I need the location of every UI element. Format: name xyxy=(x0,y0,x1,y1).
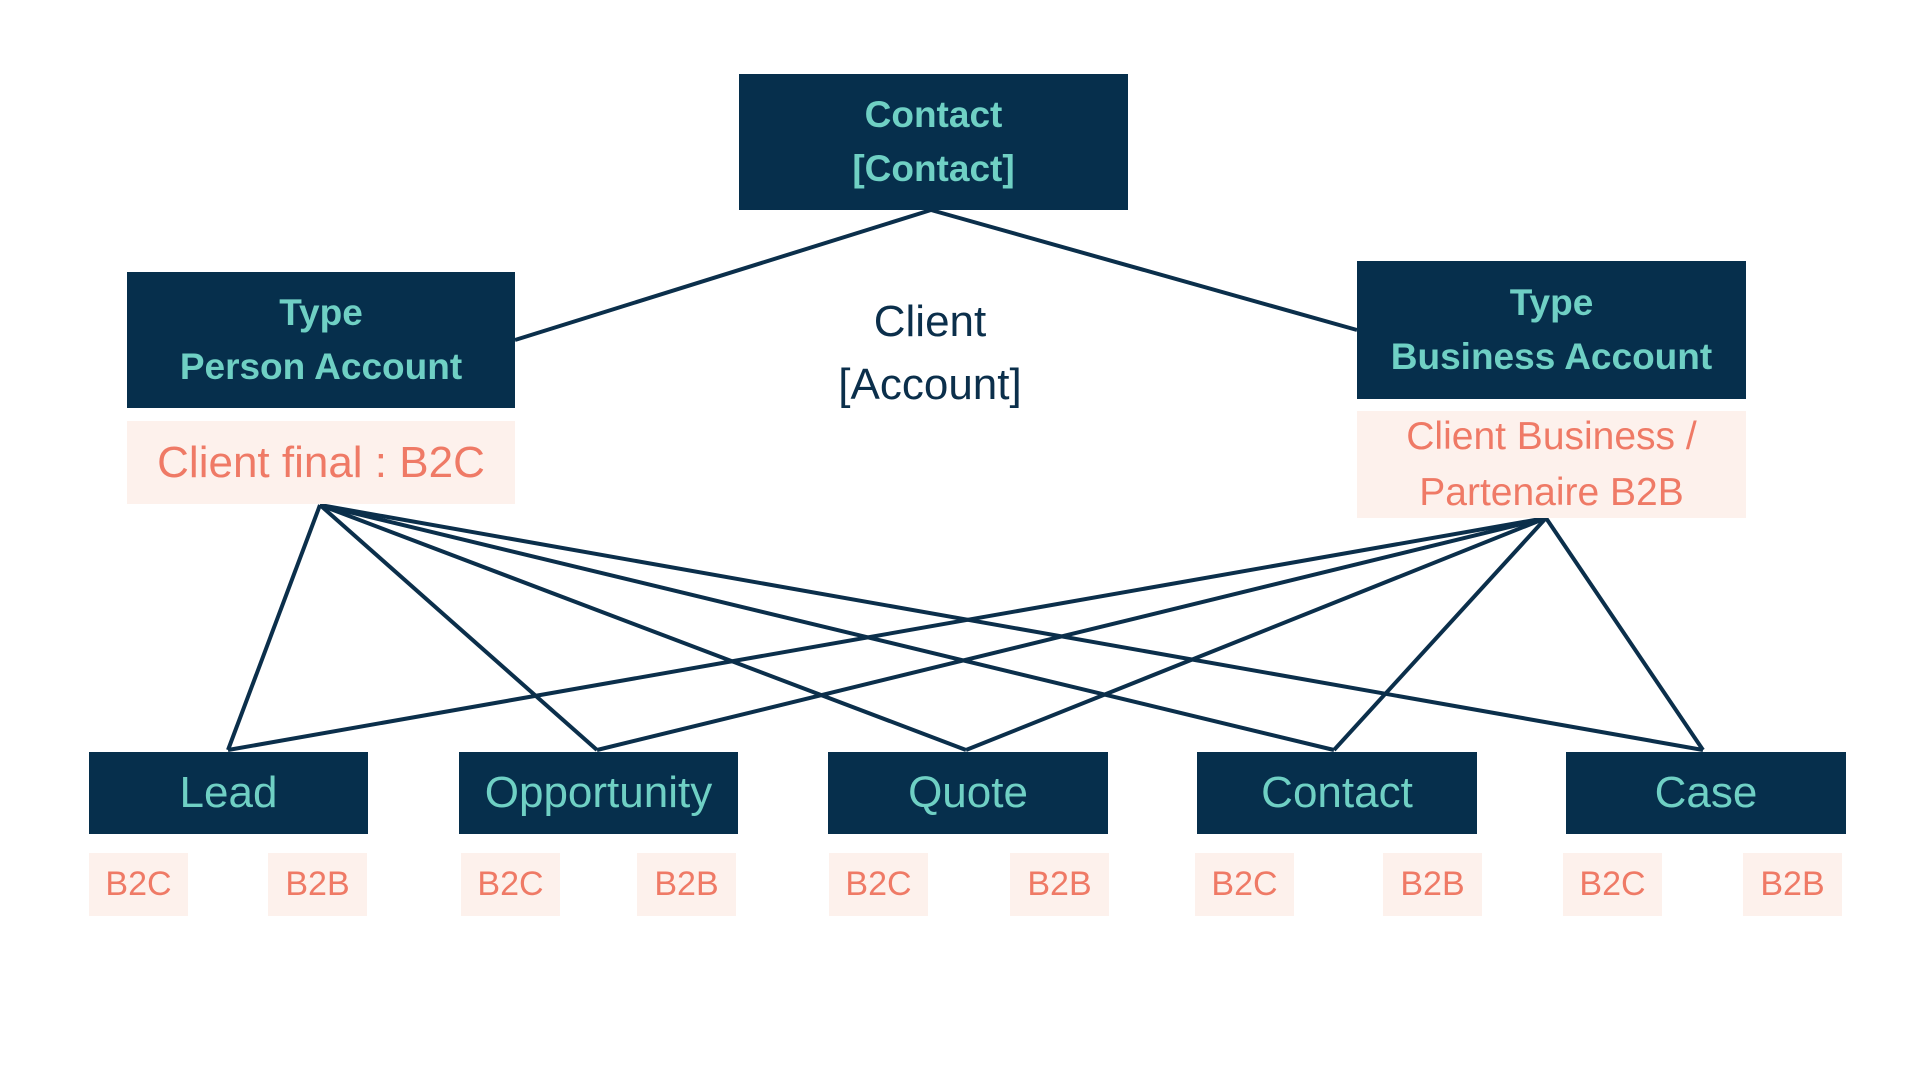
b2c-client-tag-text: Client final : B2C xyxy=(157,437,485,487)
case-object-node: Case xyxy=(1566,752,1846,834)
edge-contact-to-business-account xyxy=(930,208,1358,332)
edge-b2b-to-contact xyxy=(1332,516,1548,752)
edge-b2c-to-case xyxy=(319,503,1704,752)
contact-b2c-tag: B2C xyxy=(1195,853,1294,916)
contact-bottom-label: Contact xyxy=(1261,768,1413,817)
edge-b2b-to-opportunity xyxy=(596,516,1547,752)
person-account-type-label: Type xyxy=(279,292,363,333)
client-label: Client xyxy=(873,297,987,346)
case-b2b-tag: B2B xyxy=(1743,853,1842,916)
lead-b2c-tag: B2C xyxy=(89,853,188,916)
b2b-client-tag-line2: Partenaire B2B xyxy=(1419,470,1684,514)
opportunity-label: Opportunity xyxy=(484,768,713,817)
edge-b2b-to-case xyxy=(1544,516,1705,752)
business-account-type-label: Type xyxy=(1509,282,1594,323)
quote-label: Quote xyxy=(908,768,1028,817)
case-b2c-tag: B2C xyxy=(1563,853,1662,916)
quote-object-node: Quote xyxy=(828,752,1108,834)
edge-b2c-to-contact xyxy=(319,503,1335,752)
business-account-name: Business Account xyxy=(1390,336,1713,377)
contact-node-title: Contact xyxy=(864,94,1003,135)
quote-b2c-tag: B2C xyxy=(829,853,928,916)
b2b-client-tag: Client Business / Partenaire B2B xyxy=(1357,411,1746,518)
lead-b2b-tag: B2B xyxy=(268,853,367,916)
contact-node-api-name: [Contact] xyxy=(852,148,1015,189)
edge-contact-to-person-account xyxy=(514,208,932,342)
lead-object-node: Lead xyxy=(89,752,368,834)
case-label: Case xyxy=(1654,768,1758,817)
quote-b2b-tag: B2B xyxy=(1010,853,1109,916)
person-account-node: Type Person Account xyxy=(127,272,515,408)
opportunity-object-node: Opportunity xyxy=(459,752,738,834)
lead-label: Lead xyxy=(179,768,278,817)
edge-b2c-to-lead xyxy=(226,504,322,751)
person-account-name: Person Account xyxy=(179,346,463,387)
edge-b2b-to-lead xyxy=(227,516,1547,752)
account-api-label: [Account] xyxy=(838,360,1022,409)
contact-b2b-tag: B2B xyxy=(1383,853,1482,916)
contact-object-node: Contact [Contact] xyxy=(739,74,1128,210)
edge-b2c-to-opportunity xyxy=(318,503,599,752)
edge-b2b-to-quote xyxy=(965,516,1547,752)
contact-bottom-object-node: Contact xyxy=(1197,752,1477,834)
opportunity-b2b-tag: B2B xyxy=(637,853,736,916)
business-account-node: Type Business Account xyxy=(1357,261,1746,399)
b2b-client-tag-line1: Client Business / xyxy=(1406,414,1697,458)
opportunity-b2c-tag: B2C xyxy=(461,853,560,916)
b2c-client-tag: Client final : B2C xyxy=(127,421,515,504)
client-account-label: Client [Account] xyxy=(790,290,1070,420)
edge-b2c-to-quote xyxy=(319,503,967,752)
